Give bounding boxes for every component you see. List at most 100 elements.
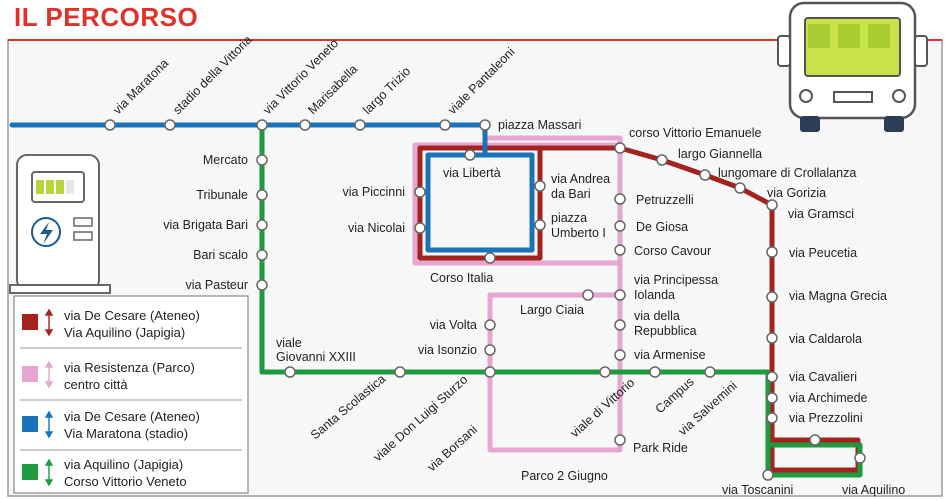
stop-largo-ciaia [582, 289, 594, 301]
legend-pink-line1: via Resistenza (Parco) [64, 360, 195, 375]
legend-item-green: via Aquilino (Japigia) Corso Vittorio Ve… [22, 457, 187, 489]
stop-via-armenise [614, 349, 626, 361]
label-iolanda: Iolanda [634, 288, 675, 302]
stop-via-della-repubblica [614, 319, 626, 331]
label-via-gramsci: via Gramsci [788, 207, 854, 221]
stop-santa-scolastica [394, 366, 406, 378]
stop-don-luigi-sturzo [484, 366, 496, 378]
legend-blue-line1: via De Cesare (Ateneo) [64, 409, 200, 424]
legend-red-line1: via De Cesare (Ateneo) [64, 308, 200, 323]
stop-via-pasteur [256, 279, 268, 291]
legend-box [13, 295, 249, 494]
stop-via-gorizia [734, 182, 746, 194]
stop-via-salvemini [704, 366, 716, 378]
label-via-brigata-bari: via Brigata Bari [163, 218, 248, 232]
label-giovanni-xxiii: Giovanni XXIII [276, 350, 356, 364]
label-via-aquilino: via Aquilino [842, 483, 905, 497]
stop-de-giosa [614, 220, 626, 232]
legend-item-blue: via De Cesare (Ateneo) Via Maratona (sta… [22, 409, 200, 441]
line-red-loop [417, 145, 623, 261]
stop-mercato [256, 154, 268, 166]
line-blue-loop [425, 152, 535, 253]
stop-lungomare [699, 169, 711, 181]
label-via-nicolai: via Nicolai [348, 221, 405, 235]
label-via-caldarola: via Caldarola [789, 332, 862, 346]
label-via-archimede: via Archimede [789, 391, 868, 405]
stop-via-cavalieri [766, 371, 778, 383]
stop-via-andrea [534, 180, 546, 192]
bus-icon [777, 1, 928, 132]
stop-corso-italia [484, 252, 496, 264]
label-via-volta: via Volta [430, 318, 477, 332]
label-piazza-massari: piazza Massari [498, 118, 581, 132]
label-park-ride: Park Ride [633, 441, 688, 455]
stop-via-gramsci [766, 199, 778, 211]
stop-via-volta [484, 319, 496, 331]
stop-via-brigata-bari [256, 219, 268, 231]
label-corso-vittorio-emanuele: corso Vittorio Emanuele [629, 126, 762, 140]
label-piazza: piazza [551, 211, 587, 225]
stop-via-principessa [614, 289, 626, 301]
legend-pink-line2: centro città [64, 377, 128, 392]
stop-park-ride [614, 434, 626, 446]
label-repubblica: Repubblica [634, 324, 697, 338]
stop-viale-pantaleoni [439, 119, 451, 131]
label-umberto-i: Umberto I [551, 226, 606, 240]
label-tribunale: Tribunale [196, 188, 248, 202]
legend: via De Cesare (Ateneo) Via Aquilino (Jap… [13, 295, 249, 494]
label-largo-giannella: largo Giannella [678, 147, 762, 161]
legend-blue-line2: Via Maratona (stadio) [64, 426, 188, 441]
stop-largo-trizio [354, 119, 366, 131]
stop-campus [649, 366, 661, 378]
legend-green-line1: via Aquilino (Japigia) [64, 457, 183, 472]
stop-via-peucetia [766, 246, 778, 258]
stop-via-isonzio [484, 344, 496, 356]
stop-via-vittorio-veneto [256, 119, 268, 131]
legend-item-red: via De Cesare (Ateneo) Via Aquilino (Jap… [22, 308, 200, 340]
label-via-magna-grecia: via Magna Grecia [789, 289, 887, 303]
line-pink-south [487, 292, 623, 453]
label-via-armenise: via Armenise [634, 348, 706, 362]
stop-via-piccinni [414, 186, 426, 198]
label-via-gorizia: via Gorizia [767, 186, 826, 200]
label-via-andrea: via Andrea [551, 172, 610, 186]
label-lungomare: lungomare di Crollalanza [718, 166, 856, 180]
label-de-giosa: De Giosa [636, 220, 688, 234]
line-green-horizontal [259, 369, 863, 478]
stop-via-maratona [104, 119, 116, 131]
label-via-principessa: via Principessa [634, 273, 718, 287]
label-bari-scalo: Bari scalo [193, 248, 248, 262]
label-via-pasteur: via Pasteur [185, 278, 248, 292]
stop-viale-di-vittorio [599, 366, 611, 378]
stop-petruzzelli [614, 193, 626, 205]
legend-red-line2: Via Aquilino (Japigia) [64, 325, 185, 340]
stop-via-caldarola [766, 332, 778, 344]
stops [104, 119, 866, 481]
stop-via-toscanini [762, 469, 774, 481]
stop-corso-vittorio-emanuele [614, 142, 626, 154]
stop-bari-scalo [256, 249, 268, 261]
page-title: IL PERCORSO [14, 2, 198, 32]
label-via-prezzolini: via Prezzolini [789, 411, 863, 425]
stop-marisabella [299, 119, 311, 131]
stop-via-liberta [464, 149, 476, 161]
stop-via-aquilino [854, 452, 866, 464]
stop-largo-giannella [656, 154, 668, 166]
stop-piazza-umberto [534, 219, 546, 231]
stop-piazza-massari [479, 119, 491, 131]
label-corso-cavour: Corso Cavour [634, 244, 711, 258]
label-petruzzelli: Petruzzelli [636, 193, 694, 207]
label-parco-2-giugno: Parco 2 Giugno [521, 469, 608, 483]
stop-japigia-top [809, 434, 821, 446]
stop-giovanni-xxiii [284, 366, 296, 378]
label-via-isonzio: via Isonzio [418, 343, 477, 357]
label-via-della: via della [634, 309, 680, 323]
stop-via-prezzolini [766, 412, 778, 424]
label-via-cavalieri: via Cavalieri [789, 370, 857, 384]
line-red [617, 145, 775, 378]
label-corso-italia: Corso Italia [430, 271, 493, 285]
label-da-bari: da Bari [551, 187, 591, 201]
label-viale: viale [276, 336, 302, 350]
label-mercato: Mercato [203, 153, 248, 167]
